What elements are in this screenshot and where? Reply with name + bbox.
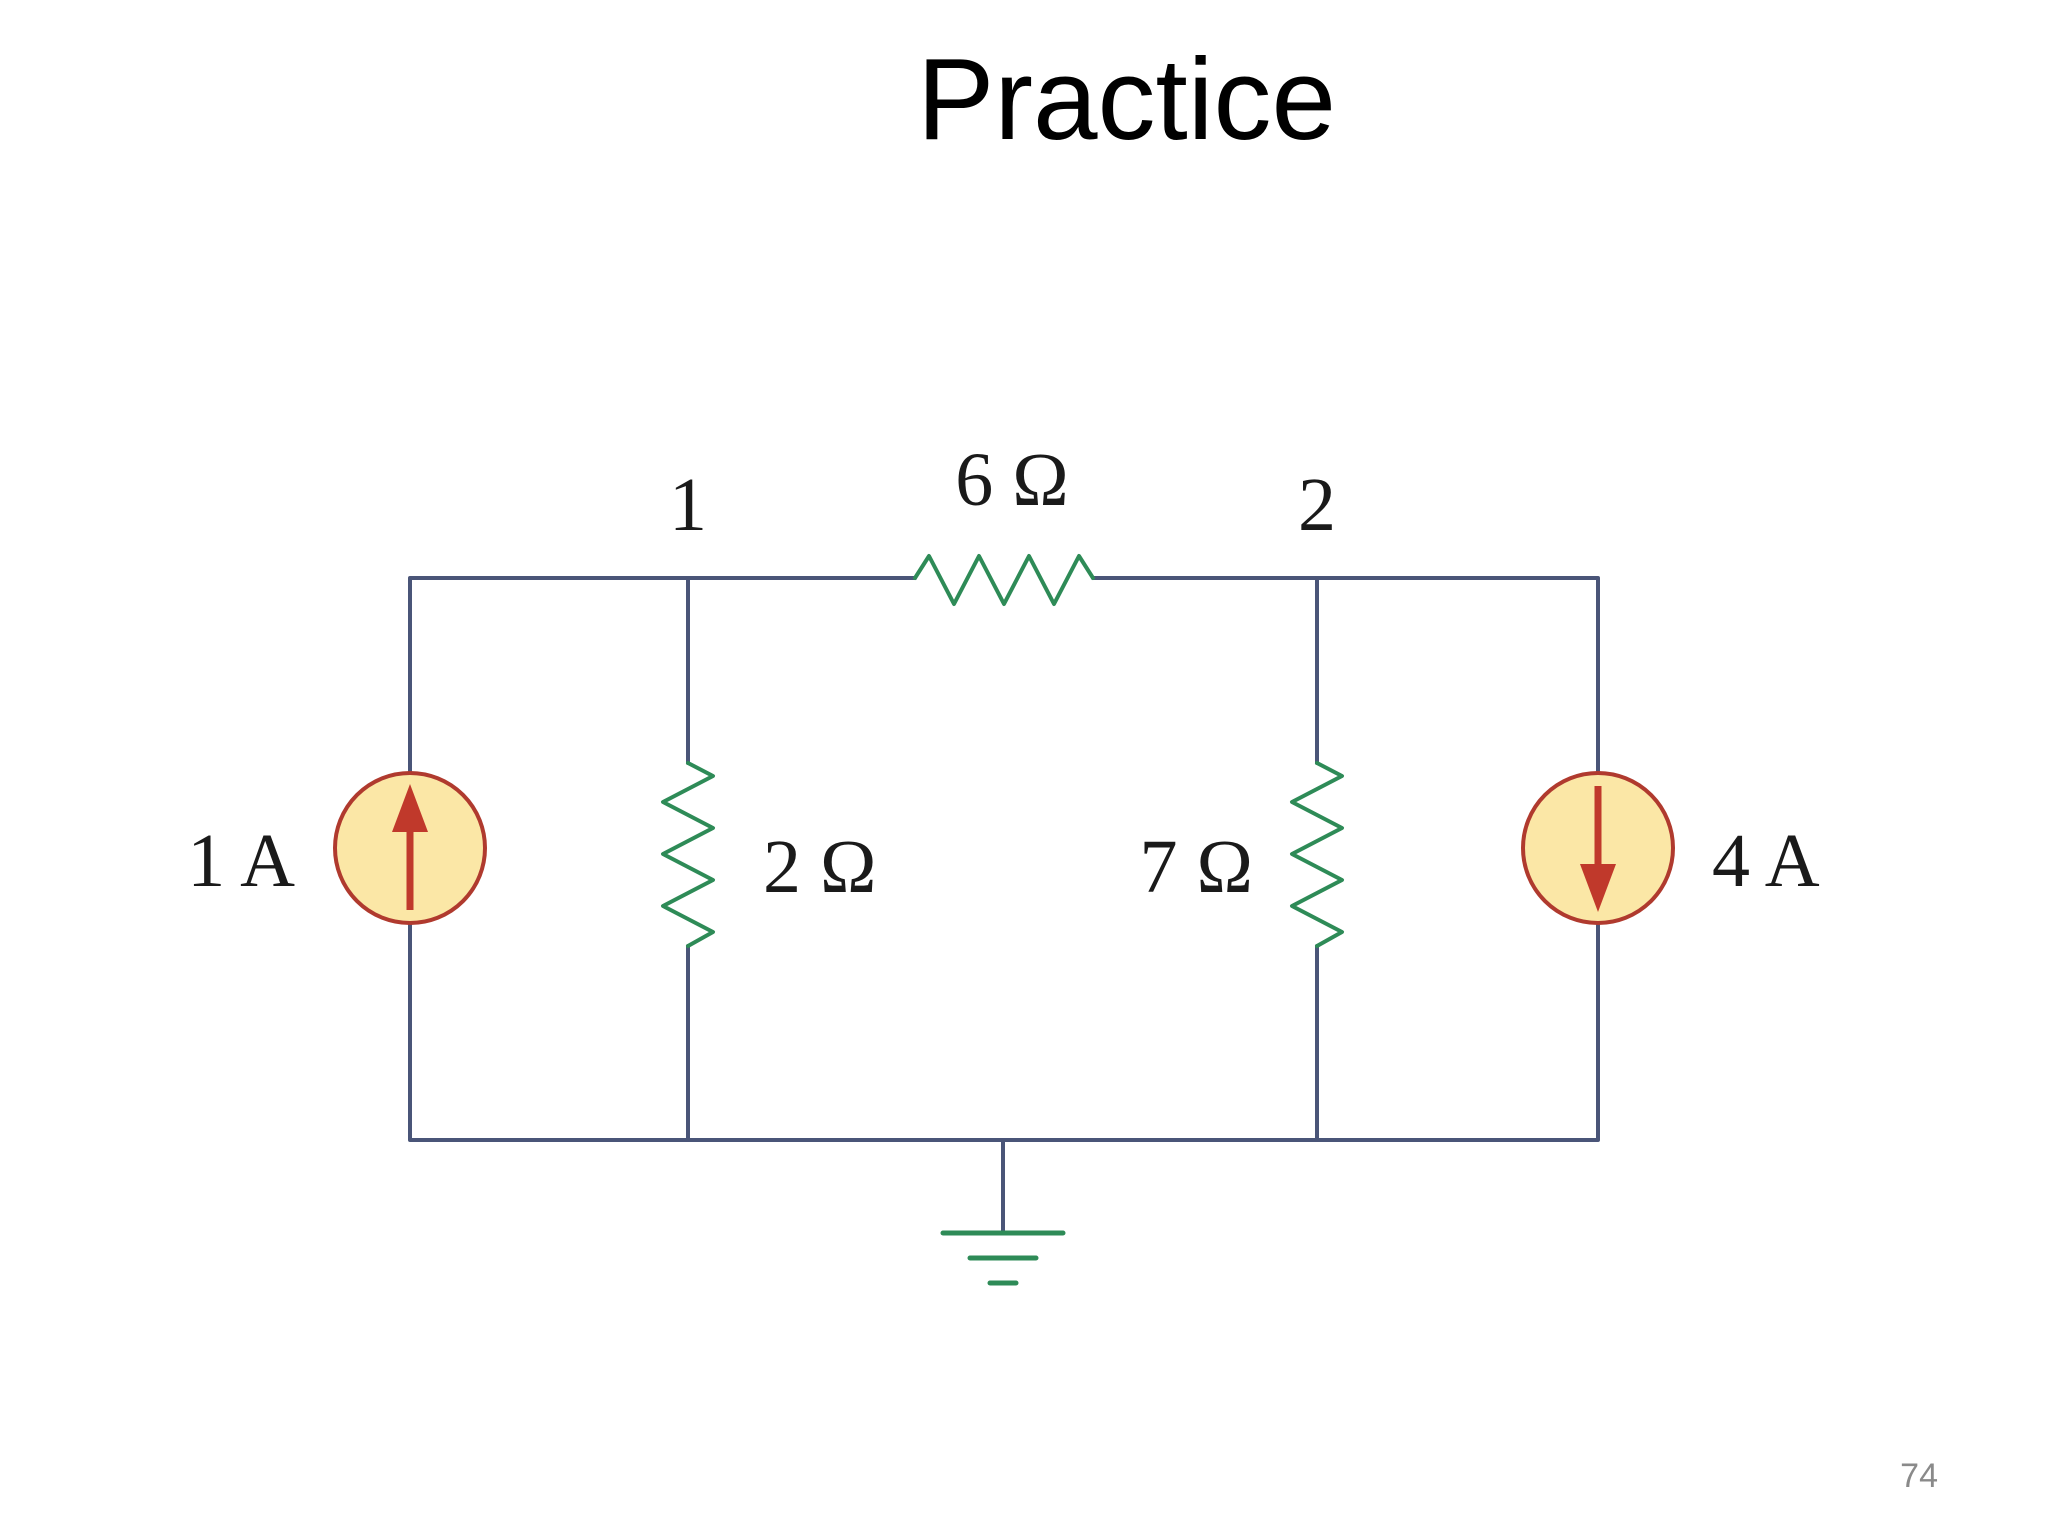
ground-icon [940,1230,1066,1286]
resistor-7ohm [1290,761,1344,948]
label-7ohm: 7 Ω [1140,825,1253,909]
label-1a: 1 A [187,819,295,903]
current-source-4a [1521,771,1675,925]
node-label-2: 2 [1298,463,1336,547]
resistor-2ohm [661,761,715,948]
label-4a: 4 A [1712,819,1820,903]
slide-title: Practice [916,34,1337,164]
current-source-1a [333,771,487,925]
slide-number: 74 [1900,1457,1938,1495]
node-label-1: 1 [669,463,707,547]
arrow-down-icon [1580,864,1616,912]
resistor-6ohm [913,554,1095,606]
label-2ohm: 2 Ω [763,825,876,909]
arrow-up-icon [392,784,428,832]
wire-left-loop [408,576,1600,1142]
wires [408,576,1600,1234]
label-6ohm: 6 Ω [955,438,1068,522]
